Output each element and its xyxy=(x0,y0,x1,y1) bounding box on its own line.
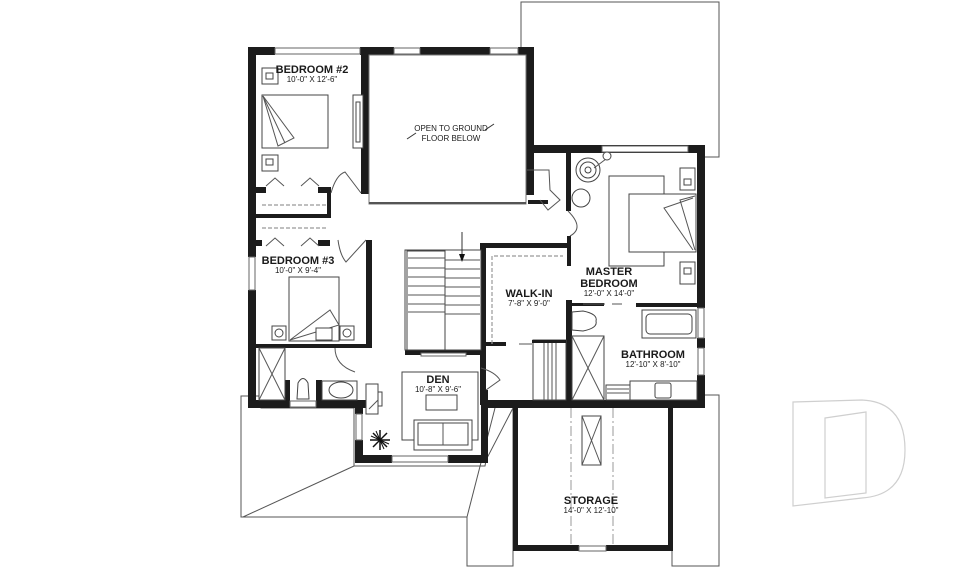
shelving-icon xyxy=(532,339,567,401)
window-bathroom-lower xyxy=(697,347,705,376)
note-open-to-below-line2: FLOOR BELOW xyxy=(422,134,481,143)
toilet-icon xyxy=(571,310,597,332)
toilet-icon xyxy=(296,378,310,400)
sink-icon xyxy=(654,382,672,399)
plant-icon xyxy=(370,430,390,450)
staircase xyxy=(404,232,482,351)
master-bedroom-furniture xyxy=(527,151,697,285)
bedroom-3-furniture xyxy=(265,237,367,342)
windows xyxy=(248,47,705,552)
bed-icon xyxy=(261,94,329,149)
den-furniture xyxy=(401,367,501,451)
room-dimensions-bathroom: 12'-10" X 8'-10" xyxy=(626,360,681,369)
bedroom-2-furniture xyxy=(261,67,364,194)
room-dimensions-walk-in: 7'-8" X 9'-0" xyxy=(508,299,550,308)
note-open-to-below-line1: OPEN TO GROUND xyxy=(414,124,488,133)
room-name-master-line1: MASTER xyxy=(586,266,633,278)
room-dimensions-bedroom-3: 10'-0" X 9'-4" xyxy=(275,266,321,275)
room-name-bedroom-2: BEDROOM #2 xyxy=(276,64,349,76)
desk-icon xyxy=(365,383,379,415)
roof-outline-top-right xyxy=(520,1,720,158)
room-dimensions-den: 10'-8" X 9'-6" xyxy=(415,385,461,394)
roof-outline-bottom-right xyxy=(671,394,720,567)
window-bedroom-3 xyxy=(248,256,256,291)
room-dimensions-master: 12'-0" X 14'-0" xyxy=(584,289,635,298)
window-bath-small xyxy=(289,400,317,408)
storage-room xyxy=(570,408,614,545)
window-master xyxy=(601,145,689,153)
room-name-walk-in: WALK-IN xyxy=(505,288,552,300)
door-swing-bedroom-2 xyxy=(330,171,362,194)
room-dimensions-bedroom-2: 10'-0" X 12'-6" xyxy=(287,75,338,84)
stair-direction-arrow-icon xyxy=(459,254,465,262)
window-bathroom-upper xyxy=(697,307,705,339)
window-open-area-left xyxy=(393,47,421,55)
window-den xyxy=(391,455,449,463)
room-name-storage: STORAGE xyxy=(564,495,618,507)
round-table-icon xyxy=(571,188,591,208)
window-storage xyxy=(578,545,607,552)
room-name-bathroom: BATHROOM xyxy=(621,349,685,361)
window-bedroom-2 xyxy=(274,47,361,55)
room-name-master-line2: BEDROOM xyxy=(580,278,637,290)
hall-bathroom xyxy=(258,347,383,415)
walk-in-closet xyxy=(491,255,567,401)
room-dimensions-storage: 14'-0" X 12'-10" xyxy=(564,506,619,515)
sink-icon xyxy=(328,381,354,399)
window-open-area-right xyxy=(489,47,519,55)
master-bathroom-fixtures xyxy=(571,303,698,401)
room-name-bedroom-3: BEDROOM #3 xyxy=(262,255,335,267)
roof-outline-bottom-left xyxy=(240,395,355,518)
watermark-logo-icon xyxy=(792,399,906,507)
stair-rail-bottom xyxy=(420,352,467,357)
room-name-den: DEN xyxy=(426,374,449,386)
bed-icon xyxy=(628,193,697,253)
window-den-side xyxy=(355,413,363,441)
coffee-table-icon xyxy=(425,394,458,411)
